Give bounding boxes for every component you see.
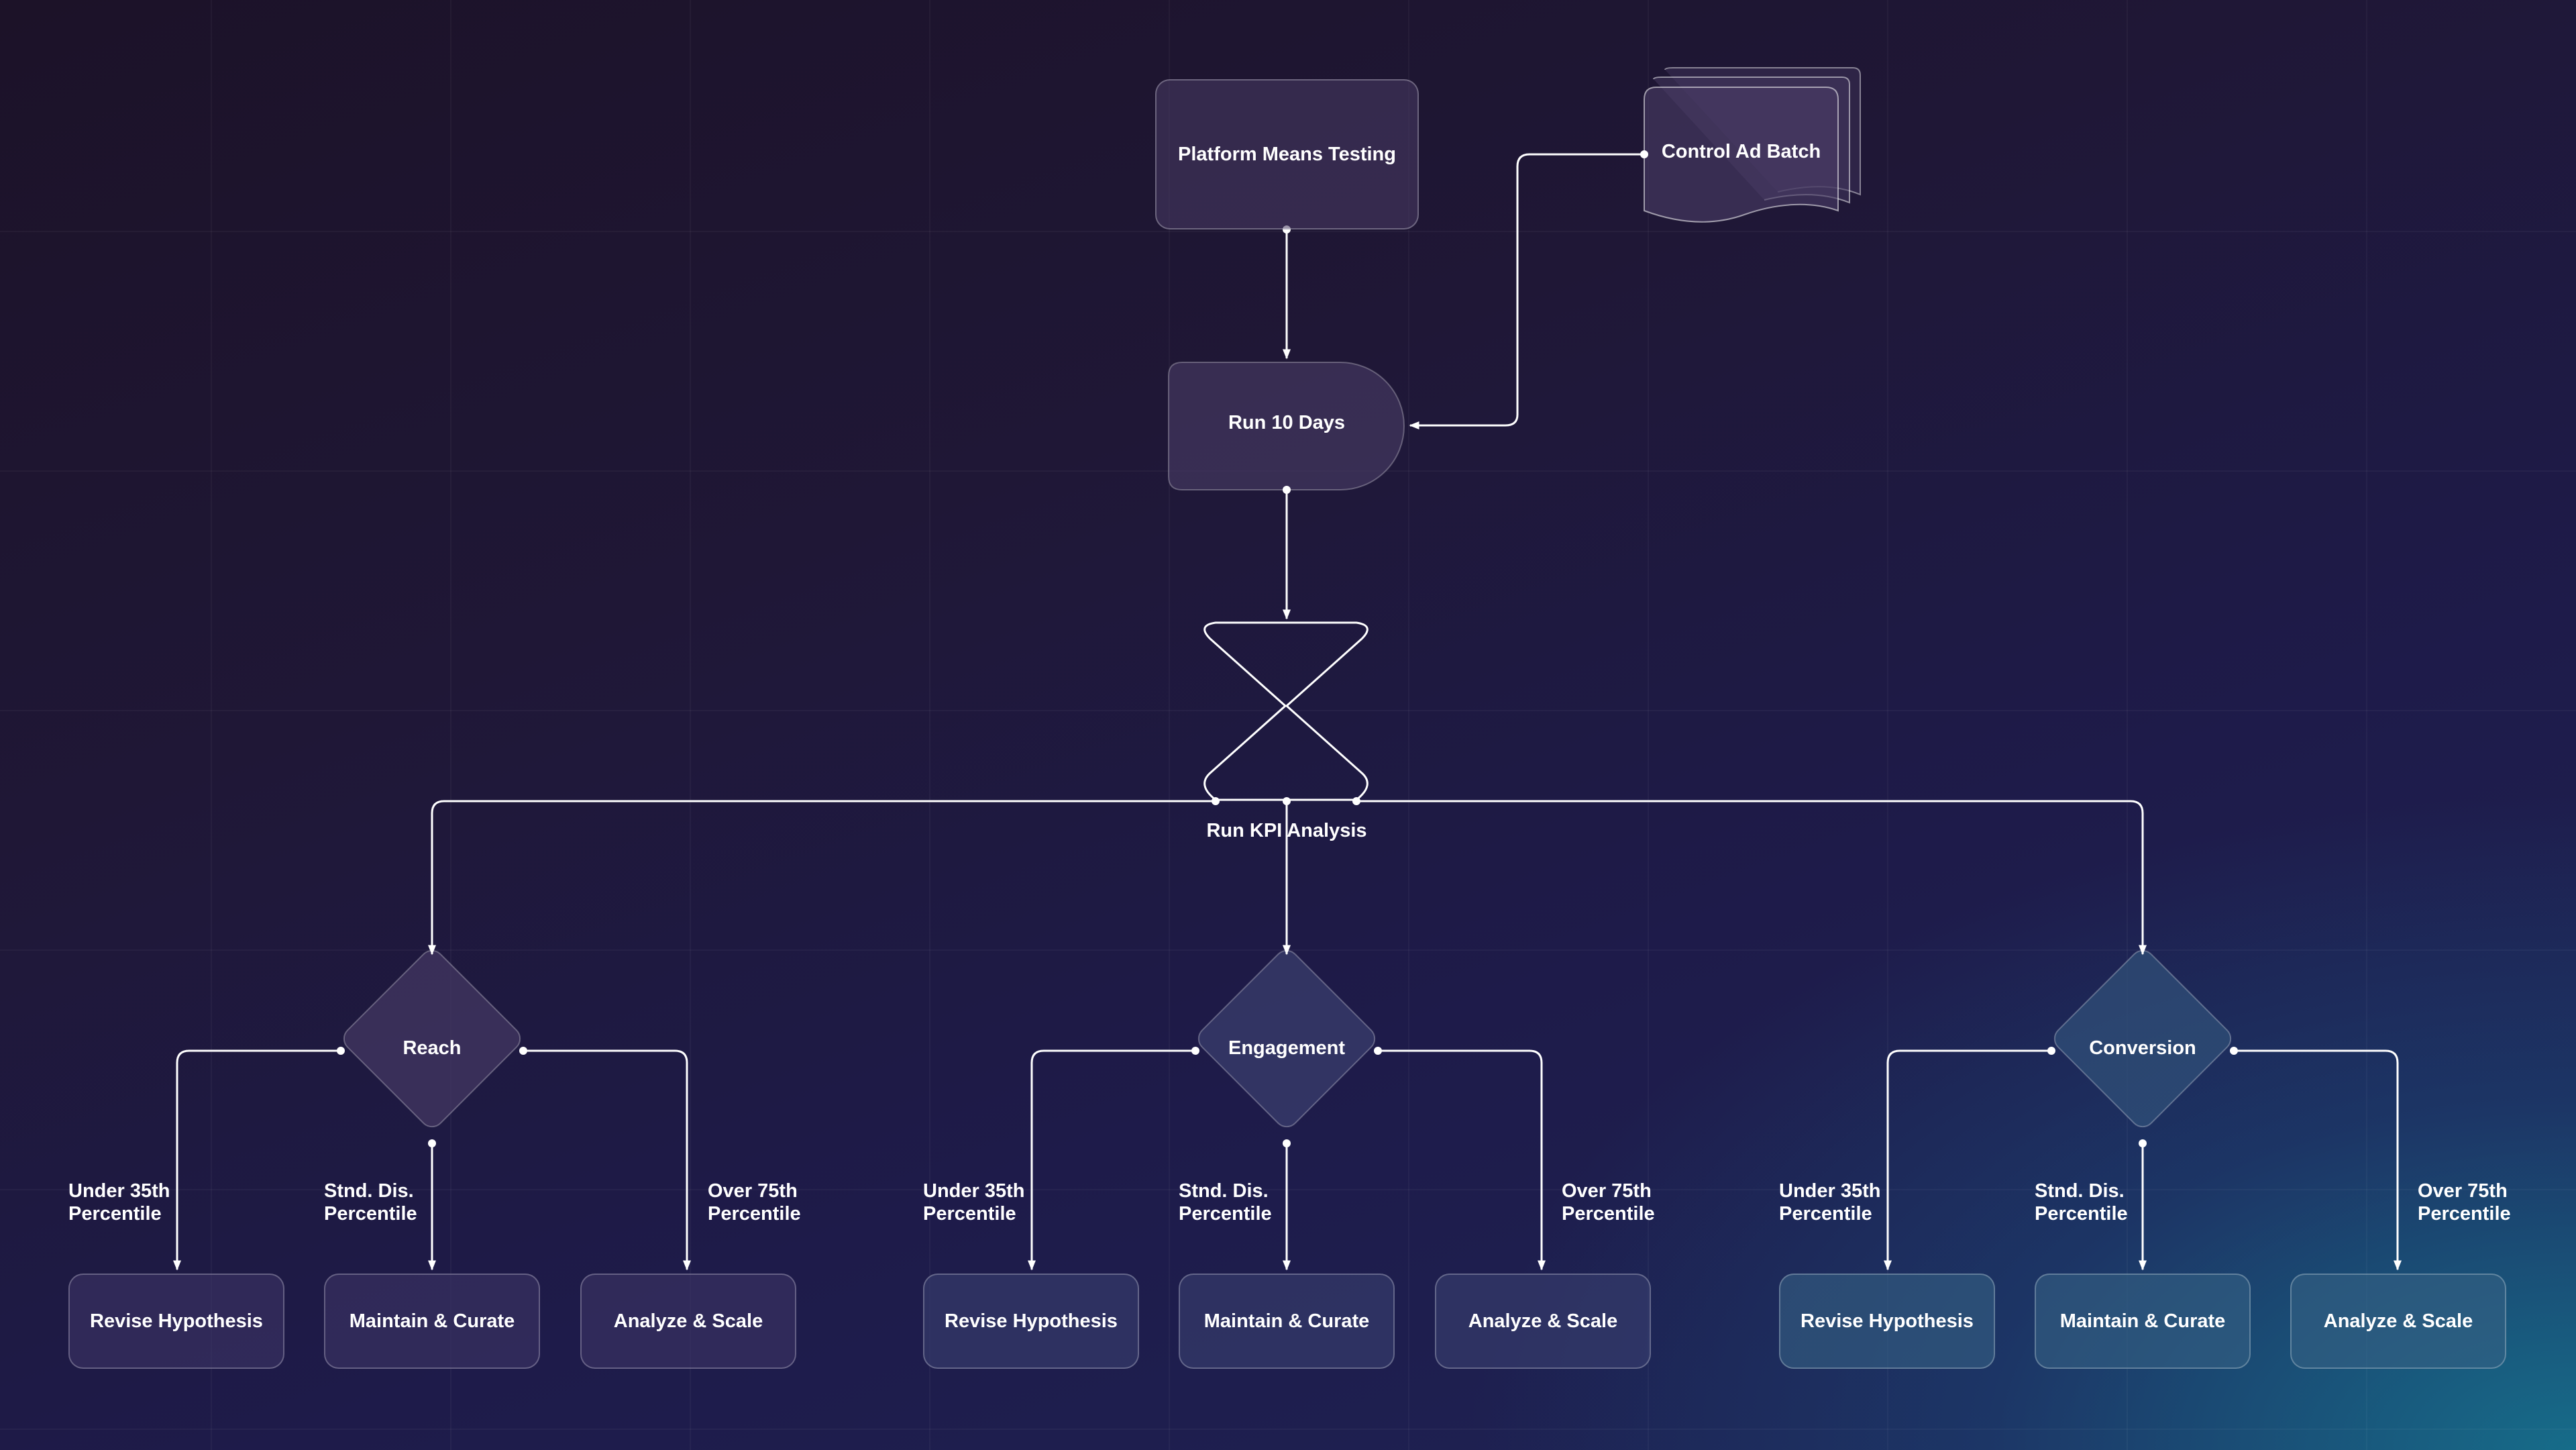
edge-kpi-conversion [1356,800,2147,955]
conversion-maintain-curate-node[interactable]: Maintain & Curate [2035,1274,2251,1369]
engagement-std-label: Stnd. Dis.Percentile [1179,1180,1272,1225]
conversion-revise-hypothesis-node[interactable]: Revise Hypothesis [1779,1274,1995,1369]
engagement-diamond[interactable] [1193,945,1379,1131]
leaf-label: Maintain & Curate [2059,1310,2226,1332]
leaf-label: Revise Hypothesis [1801,1310,1974,1332]
run-10-days-shape[interactable] [1168,362,1405,490]
edge-reach-over [523,1049,691,1271]
leaf-label: Analyze & Scale [2323,1310,2473,1332]
reach-maintain-curate-node[interactable]: Maintain & Curate [324,1274,540,1369]
edge-engagement-over [1378,1049,1546,1271]
leaf-label: Revise Hypothesis [945,1310,1118,1332]
leaf-label: Analyze & Scale [613,1310,763,1332]
leaf-label: Analyze & Scale [1468,1310,1618,1332]
run-kpi-analysis-shape[interactable] [1203,621,1368,801]
connectors [173,153,2402,1271]
edge-kpi-reach [428,800,1216,955]
engagement-label: Engagement [1228,1037,1346,1059]
leaf-label: Revise Hypothesis [90,1310,263,1332]
edge-conversion-under [1884,1049,2051,1271]
leaf-label: Maintain & Curate [1203,1310,1370,1332]
edge-conversion-over [2234,1049,2402,1271]
leaf-label: Maintain & Curate [349,1310,515,1332]
run-10-days-label: Run 10 Days [1228,412,1346,433]
engagement-analyze-scale-node[interactable]: Analyze & Scale [1435,1274,1651,1369]
reach-revise-hypothesis-node[interactable]: Revise Hypothesis [68,1274,284,1369]
edge-engagement-under [1028,1049,1195,1271]
conversion-analyze-scale-node[interactable]: Analyze & Scale [2290,1274,2506,1369]
edge-control-run10 [1409,153,1644,429]
reach-label: Reach [402,1037,462,1059]
conversion-diamond[interactable] [2049,945,2235,1131]
reach-diamond[interactable] [339,945,525,1131]
engagement-revise-hypothesis-node[interactable]: Revise Hypothesis [923,1274,1139,1369]
reach-analyze-scale-node[interactable]: Analyze & Scale [580,1274,796,1369]
engagement-maintain-curate-node[interactable]: Maintain & Curate [1179,1274,1395,1369]
reach-std-label: Stnd. Dis.Percentile [324,1180,417,1225]
control-ad-batch-shape[interactable] [1644,67,1861,223]
conversion-label: Conversion [2089,1037,2196,1059]
edge-reach-under [173,1049,341,1271]
platform-means-testing-label: Platform Means Testing [1178,143,1396,165]
control-ad-batch-label: Control Ad Batch [1661,141,1821,162]
platform-means-testing-node[interactable]: Platform Means Testing [1155,79,1419,229]
run-kpi-analysis-label: Run KPI Analysis [1206,820,1367,841]
conversion-std-label: Stnd. Dis.Percentile [2035,1180,2128,1225]
